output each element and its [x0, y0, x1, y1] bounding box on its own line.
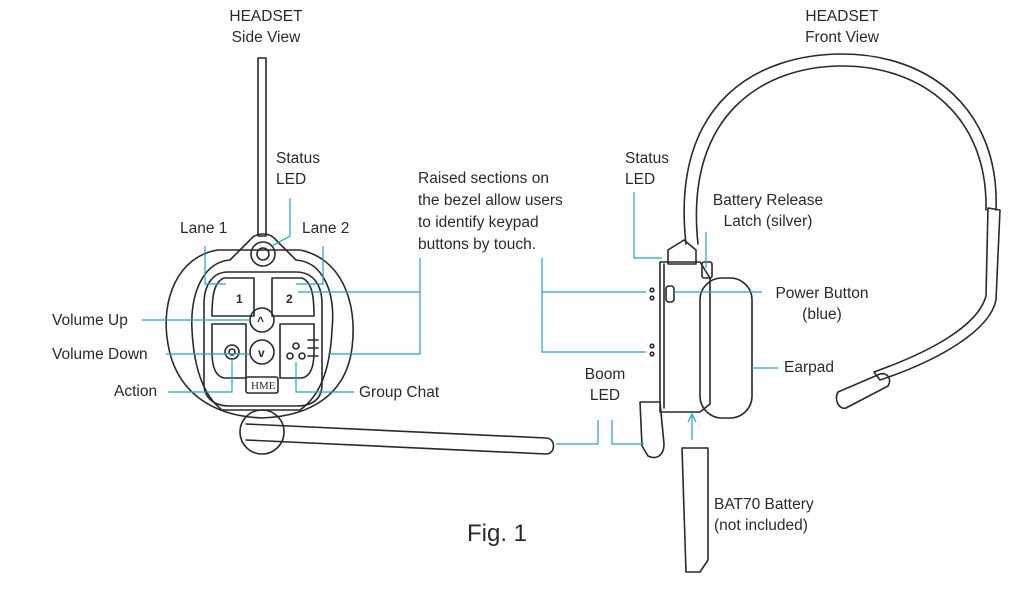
earpad-label: Earpad	[784, 359, 834, 376]
bat70-label: BAT70 Battery (not included)	[714, 496, 814, 534]
earpad	[699, 277, 753, 419]
lane2-key	[271, 277, 315, 317]
lane1-key	[211, 277, 255, 317]
hme-badge	[245, 376, 279, 394]
power-button-label: Power Button (blue)	[775, 285, 869, 323]
lane1-key-label: 1	[236, 292, 243, 306]
power-button	[665, 285, 675, 303]
side-view-headset	[165, 57, 555, 455]
group-chat-label: Group Chat	[359, 384, 440, 401]
up-key-label: ^	[257, 314, 264, 328]
headband	[683, 53, 997, 245]
front-view-headset	[639, 53, 1001, 573]
group-chat-key	[279, 323, 315, 379]
lane2-label: Lane 2	[302, 220, 350, 237]
action-label: Action	[114, 383, 158, 400]
status-led-front-label: Status LED	[625, 150, 669, 188]
bat70-battery	[681, 447, 709, 573]
antenna	[257, 57, 267, 237]
volume-up-label: Volume Up	[52, 312, 128, 329]
status-led-ring	[250, 241, 276, 267]
down-key-label: v	[258, 346, 265, 360]
front-view-title: HEADSET Front View	[805, 8, 879, 46]
lane2-key-label: 2	[286, 292, 293, 306]
boom-mic	[245, 423, 555, 455]
status-led-label: Status LED	[276, 150, 320, 188]
lane1-label: Lane 1	[180, 220, 228, 237]
bezel	[191, 233, 334, 411]
raised-sections-label: Raised sections on the bezel allow users…	[418, 170, 563, 253]
boom-led-label: Boom LED	[584, 366, 626, 404]
headset-shell	[165, 249, 354, 419]
mic-end	[835, 372, 891, 409]
brand-label: HME	[251, 380, 276, 392]
front-body	[659, 261, 711, 413]
volume-down-label: Volume Down	[52, 346, 148, 363]
battery-latch	[701, 261, 713, 279]
volume-down-key	[249, 339, 275, 365]
figure-caption: Fig. 1	[467, 520, 528, 547]
leader-lines	[142, 192, 778, 445]
battery-release-label: Battery Release Latch (silver)	[712, 192, 824, 230]
side-view-title: HEADSET Side View	[229, 8, 303, 46]
